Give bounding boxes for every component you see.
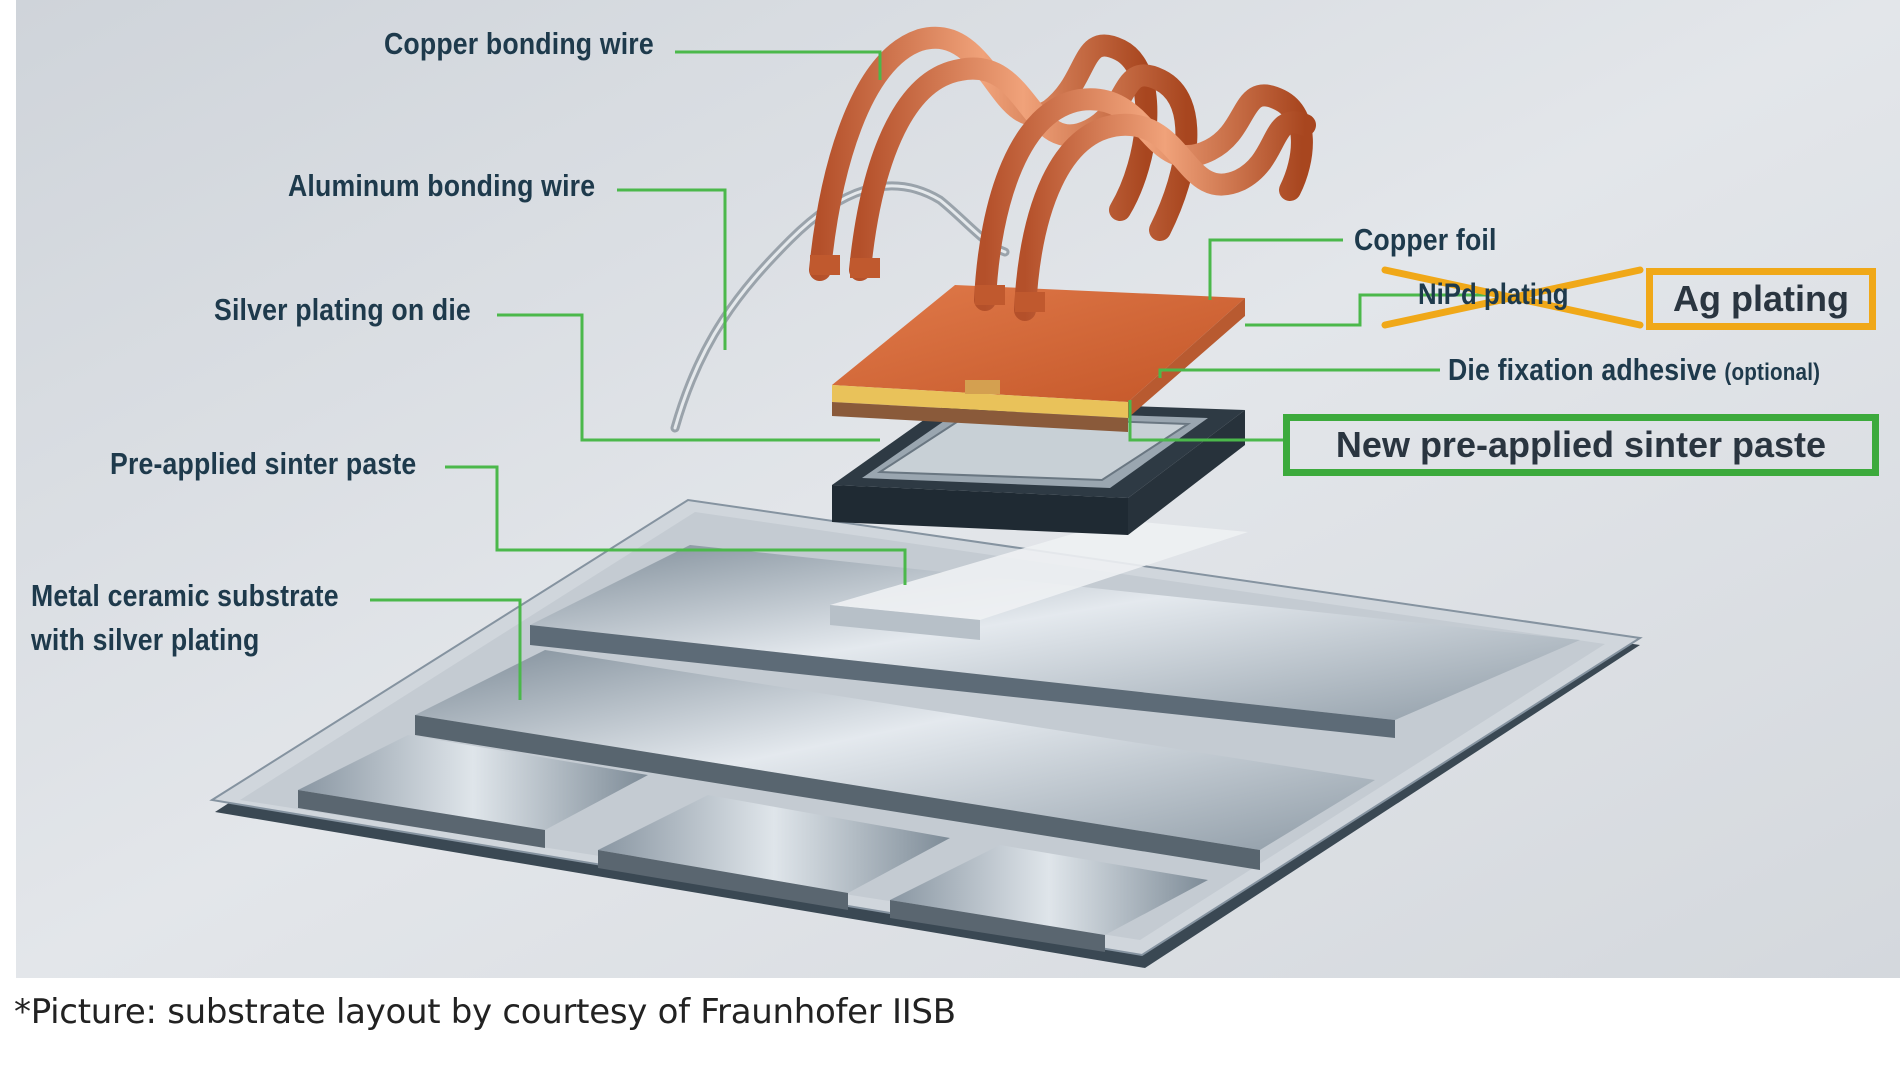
sinter-paste-layer [830, 520, 1248, 640]
leader-lines [370, 50, 1490, 700]
copper-foil [832, 285, 1245, 432]
label-die-fixation-adhesive-text: Die fixation adhesive [1448, 352, 1717, 387]
label-copper-bonding-wire: Copper bonding wire [384, 26, 654, 61]
new-sinter-paste-text: New pre-applied sinter paste [1335, 424, 1827, 465]
strikethrough-mark [1381, 266, 1644, 329]
label-nipd-plating-struck: NiPd plating [1418, 278, 1569, 311]
label-pre-applied-sinter-paste: Pre-applied sinter paste [110, 446, 417, 481]
label-metal-ceramic-substrate: Metal ceramic substrate with silver plat… [31, 574, 339, 662]
copper-bonding-wires [809, 26, 1316, 321]
ag-plating-callout: Ag plating [1646, 268, 1876, 330]
label-metal-ceramic-substrate-line2: with silver plating [31, 622, 260, 657]
label-silver-plating-on-die: Silver plating on die [214, 292, 471, 327]
label-copper-foil: Copper foil [1354, 222, 1497, 257]
label-metal-ceramic-substrate-line1: Metal ceramic substrate [31, 578, 339, 613]
label-aluminum-bonding-wire: Aluminum bonding wire [288, 168, 596, 203]
metal-ceramic-substrate [209, 498, 1643, 968]
picture-caption: *Picture: substrate layout by courtesy o… [14, 992, 956, 1032]
new-sinter-paste-callout: New pre-applied sinter paste [1283, 414, 1879, 476]
ag-plating-text: Ag plating [1673, 278, 1849, 319]
label-die-fixation-optional: (optional) [1724, 359, 1821, 386]
label-die-fixation-adhesive: Die fixation adhesive (optional) [1448, 352, 1820, 388]
